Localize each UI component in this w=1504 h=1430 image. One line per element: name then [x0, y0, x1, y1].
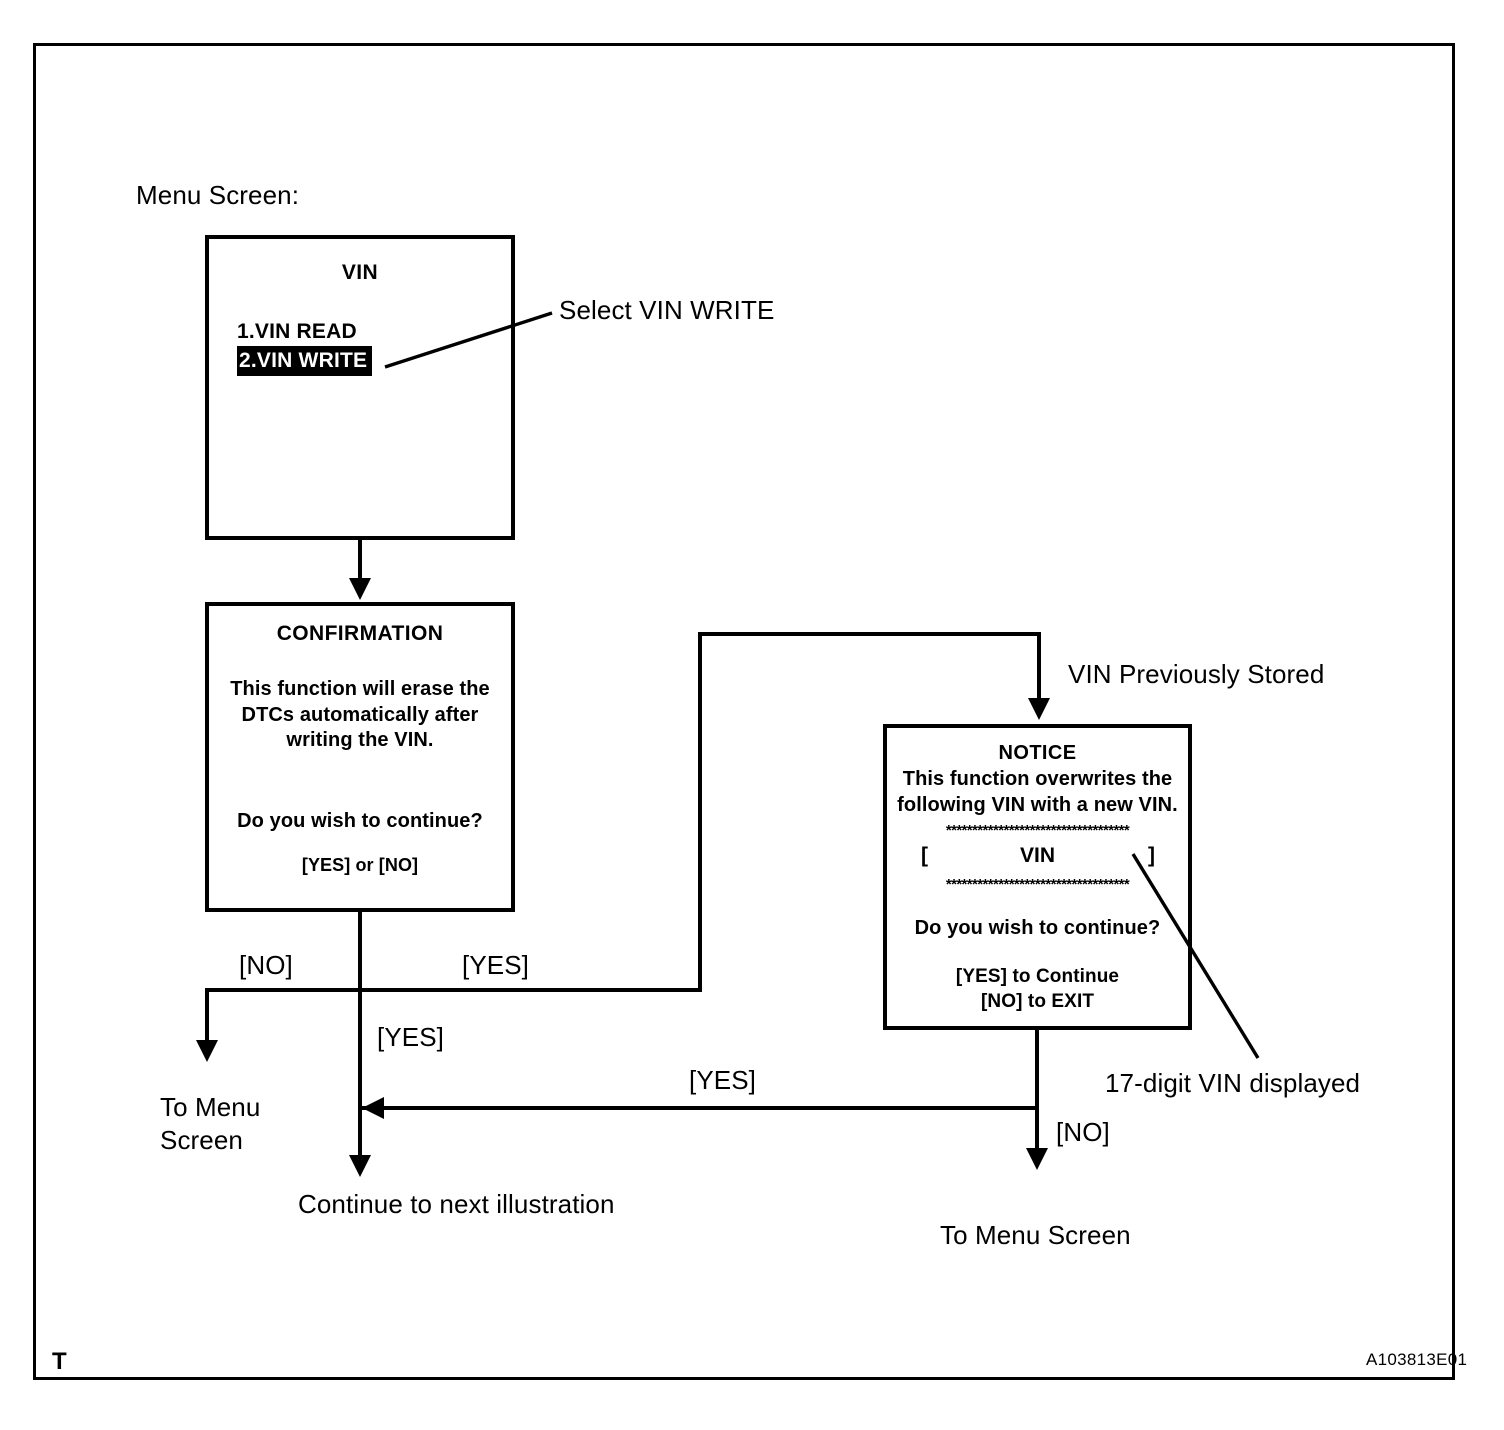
arrowhead-vin-to-confirmation: [349, 578, 371, 600]
notice-body-line-1: This function overwrites the: [902, 768, 1173, 790]
figure-border: [33, 43, 1455, 1380]
notice-question: Do you wish to continue?: [914, 917, 1161, 940]
notice-vin-field: [ VIN ]: [887, 844, 1188, 872]
flow-label-yes-right: [YES]: [462, 950, 529, 980]
confirmation-keys: [YES] or [NO]: [301, 855, 419, 876]
flow-label-no-exit: [NO]: [1056, 1117, 1110, 1147]
connector-notice-stem: [1035, 1030, 1039, 1160]
vin-digits-leader-line: [1131, 853, 1260, 1059]
terminal-to-menu-screen-left-line1: To Menu: [160, 1092, 261, 1122]
notice-key-yes: [YES] to Continue: [955, 965, 1120, 987]
connector-yes-down-stem: [358, 988, 362, 1168]
arrowhead-no-exit-to-menu: [1026, 1148, 1048, 1170]
notice-body: This function overwrites the following V…: [887, 767, 1188, 818]
connector-no-to-menu: [205, 988, 209, 1050]
notice-title: NOTICE: [998, 742, 1077, 764]
notice-keys: [YES] to Continue [NO] to EXIT: [887, 964, 1188, 1015]
connector-yes-return: [362, 1106, 1037, 1110]
connector-yes-drop-to-notice: [1037, 632, 1041, 702]
notice-body-line-2: following VIN with a new VIN.: [897, 793, 1178, 816]
select-vin-write-leader-line: [384, 311, 553, 369]
confirmation-question: Do you wish to continue?: [237, 809, 483, 832]
screen-notice: NOTICE This function overwrites the foll…: [883, 724, 1192, 1030]
arrowhead-yes-return: [362, 1097, 384, 1119]
terminal-continue-next-illustration: Continue to next illustration: [298, 1189, 615, 1219]
arrowhead-yes-to-notice: [1028, 698, 1050, 720]
connector-yes-crossbar: [698, 632, 1041, 636]
vin-bracket-close: ]: [1148, 844, 1155, 868]
menu-screen-heading: Menu Screen:: [136, 180, 300, 210]
screen-confirmation: CONFIRMATION This function will erase th…: [205, 602, 515, 912]
confirmation-title: CONFIRMATION: [276, 622, 444, 645]
notice-key-no: [NO] to EXIT: [980, 991, 1095, 1013]
confirmation-body-line-3: writing the VIN.: [286, 729, 434, 752]
confirmation-body: This function will erase the DTCs automa…: [209, 677, 511, 754]
vin-menu-title: VIN: [341, 261, 379, 284]
vin-menu-list: 1.VIN READ 2.VIN WRITE: [209, 318, 511, 377]
arrowhead-no-to-menu: [196, 1040, 218, 1062]
vin-value: VIN: [1019, 844, 1055, 868]
notice-separator-top: ***********************************: [945, 823, 1130, 839]
menu-item-vin-write[interactable]: 2.VIN WRITE: [237, 345, 373, 377]
annotation-17-digit-vin: 17-digit VIN displayed: [1105, 1068, 1361, 1098]
connector-yes-riser: [698, 632, 702, 992]
arrowhead-continue-next: [349, 1155, 371, 1177]
vin-bracket-open: [: [921, 844, 928, 868]
menu-item-vin-read[interactable]: 1.VIN READ: [237, 320, 357, 343]
terminal-to-menu-screen-right: To Menu Screen: [940, 1220, 1131, 1250]
confirmation-body-line-1: This function will erase the: [230, 678, 490, 700]
terminal-to-menu-screen-left-line2: Screen: [160, 1125, 243, 1155]
confirmation-body-line-2: DTCs automatically after: [241, 703, 479, 726]
connector-confirmation-stem: [358, 912, 362, 992]
connector-branch-bar: [205, 988, 702, 992]
figure-id-label: A103813E01: [1366, 1350, 1468, 1369]
flow-label-yes-return: [YES]: [689, 1065, 756, 1095]
flow-label-no-left: [NO]: [239, 950, 293, 980]
annotation-select-vin-write: Select VIN WRITE: [559, 295, 775, 325]
flow-label-yes-down: [YES]: [377, 1022, 444, 1052]
annotation-vin-previously-stored: VIN Previously Stored: [1068, 659, 1325, 689]
connector-vin-to-confirmation: [358, 540, 362, 584]
notice-separator-bottom: ***********************************: [945, 877, 1130, 893]
screen-vin-menu: VIN 1.VIN READ 2.VIN WRITE: [205, 235, 515, 540]
corner-mark-t: T: [52, 1348, 67, 1375]
